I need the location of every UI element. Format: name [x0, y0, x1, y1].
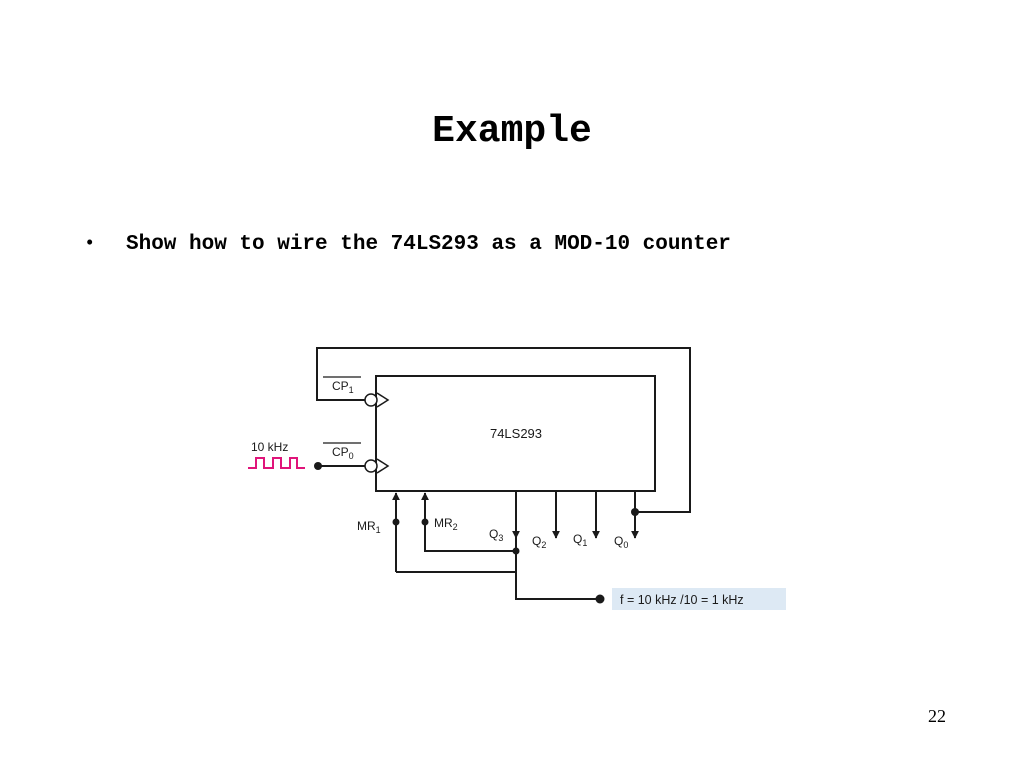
cp0-label: CP — [332, 445, 349, 459]
bullet-text: Show how to wire the 74LS293 as a MOD-10… — [126, 233, 731, 256]
q3-subscript: 3 — [498, 533, 503, 543]
mr1-label: MR — [357, 519, 376, 533]
output-wire — [515, 572, 600, 600]
svg-text:MR2: MR2 — [434, 516, 458, 532]
bullet-item: • Show how to wire the 74LS293 as a MOD-1… — [86, 228, 731, 259]
q1-subscript: 1 — [582, 538, 587, 548]
output-node — [595, 594, 605, 604]
chip-label: 74LS293 — [490, 426, 542, 441]
clock-input-node — [314, 462, 322, 470]
svg-text:MR1: MR1 — [357, 519, 381, 535]
cp1-subscript: 1 — [349, 385, 354, 395]
mr1-node — [392, 518, 400, 526]
svg-text:Q0: Q0 — [614, 534, 628, 550]
slide-title: Example — [432, 110, 592, 153]
q2-subscript: 2 — [541, 540, 546, 550]
q0-label: Q — [614, 534, 623, 548]
svg-text:Q2: Q2 — [532, 534, 546, 550]
cp0-input: CP0 — [323, 442, 390, 474]
svg-text:Q1: Q1 — [573, 532, 587, 548]
page-number: 22 — [928, 706, 946, 726]
feedback-wire-q0-to-cp1 — [316, 347, 691, 513]
cp1-label: CP — [332, 379, 349, 393]
reset-wire-q3-to-mr1 — [396, 538, 517, 573]
bullet-icon: • — [86, 230, 94, 254]
q2-label: Q — [532, 534, 541, 548]
q1-label: Q — [573, 532, 582, 546]
mr2-label: MR — [434, 516, 453, 530]
mr1-subscript: 1 — [376, 525, 381, 535]
clock-waveform-icon — [248, 457, 305, 469]
svg-text:CP0: CP0 — [332, 445, 354, 461]
cp1-input: CP1 — [323, 376, 390, 408]
output-frequency-box — [612, 588, 786, 610]
mr2-wire — [421, 492, 516, 552]
q3-mr2-node — [512, 547, 520, 555]
q3-label: Q — [489, 527, 498, 541]
svg-text:CP1: CP1 — [332, 379, 354, 395]
clock-frequency-label: 10 kHz — [251, 440, 288, 454]
mr2-node — [421, 518, 429, 526]
mr2-subscript: 2 — [453, 522, 458, 532]
cp0-subscript: 0 — [349, 451, 354, 461]
output-frequency-label: f = 10 kHz /10 = 1 kHz — [620, 593, 744, 607]
q0-subscript: 0 — [623, 540, 628, 550]
svg-text:Q3: Q3 — [489, 527, 503, 543]
q0-node — [631, 508, 639, 516]
